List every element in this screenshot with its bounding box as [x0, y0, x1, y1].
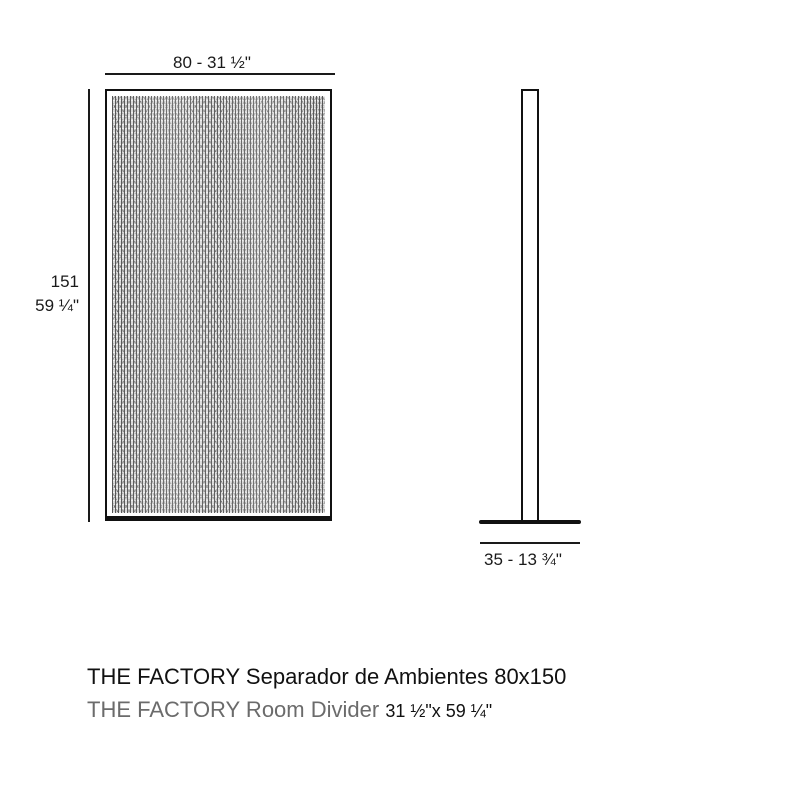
- width-dimension-label: 80 - 31 ½": [173, 53, 251, 72]
- width-dimension-line: [105, 73, 335, 75]
- caption-english-size: 31 ½"x 59 ¼": [385, 701, 493, 721]
- base-dimension-line: [480, 542, 580, 544]
- caption-spanish-title: THE FACTORY Separador de Ambientes 80x15…: [87, 664, 567, 689]
- caption-english-name: THE FACTORY Room Divider: [87, 697, 380, 722]
- height-dimension-in-label: 59 ¼": [35, 296, 79, 315]
- side-post: [521, 89, 539, 522]
- side-base: [479, 520, 581, 524]
- base-dimension-label: 35 - 13 ¾": [484, 550, 562, 569]
- divider-panel-frame: [105, 89, 332, 521]
- height-dimension-line: [88, 89, 90, 522]
- caption-english-title: THE FACTORY Room Divider 31 ½"x 59 ¼": [87, 697, 492, 723]
- mesh-pattern: [112, 96, 325, 513]
- height-dimension-cm-label: 151: [50, 272, 79, 291]
